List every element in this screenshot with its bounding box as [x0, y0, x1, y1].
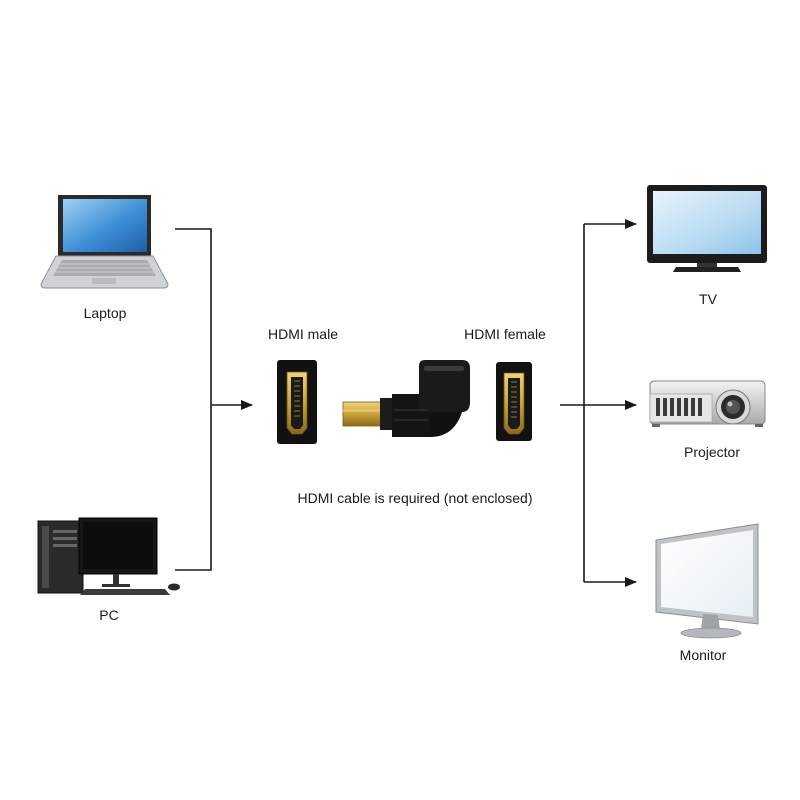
laptop-label: Laptop	[83, 305, 127, 321]
pc-label: PC	[99, 607, 119, 623]
connector-lines	[175, 219, 637, 587]
monitor-label: Monitor	[679, 647, 727, 663]
desktop-pc-icon	[37, 517, 180, 595]
tv-label: TV	[699, 291, 717, 307]
hdmi-male-port-icon	[277, 360, 317, 444]
hdmi-female-port-icon	[496, 362, 532, 441]
tv-icon	[647, 185, 767, 272]
cable-note: HDMI cable is required (not enclosed)	[297, 490, 533, 506]
hdmi-female-label: HDMI female	[464, 326, 546, 342]
monitor-icon	[655, 523, 759, 639]
hdmi-male-label: HDMI male	[267, 326, 338, 342]
projector-icon	[649, 380, 766, 427]
pc-connector	[175, 405, 212, 571]
projector-label: Projector	[683, 444, 741, 460]
laptop-connector	[175, 228, 212, 405]
laptop-icon	[40, 195, 169, 289]
hdmi-right-angle-adapter-icon	[342, 360, 470, 437]
